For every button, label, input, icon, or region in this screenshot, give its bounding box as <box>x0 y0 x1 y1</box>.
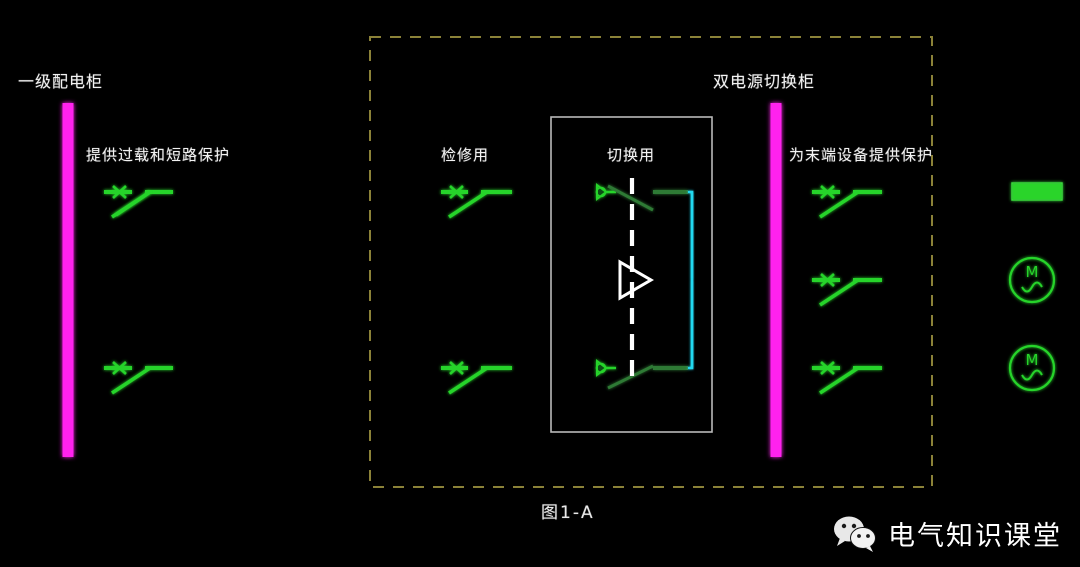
label-left-cabinet-function: 提供过载和短路保护 <box>86 146 231 164</box>
breaker-out2-motor1[interactable] <box>812 273 882 307</box>
ats-contact-standby-source[interactable] <box>595 358 688 390</box>
watermark: 电气知识课堂 <box>832 514 1062 553</box>
ats-contact-normal-source[interactable] <box>595 182 688 212</box>
breaker-top-main-blade <box>111 190 151 219</box>
wechat-icon <box>834 516 876 552</box>
label-maintenance-breaker: 检修用 <box>441 146 490 164</box>
watermark-text: 电气知识课堂 <box>888 521 1062 552</box>
breaker-bottom-maintenance[interactable] <box>441 361 512 395</box>
breaker-bottom-main-protection[interactable] <box>104 361 173 395</box>
wire-ats-bottom-output <box>688 280 694 370</box>
wire-ats-top-output <box>688 190 694 280</box>
motor-2-label: M <box>1026 351 1039 369</box>
label-transfer-switch: 切换用 <box>607 146 656 164</box>
label-right-cabinet: 双电源切换柜 <box>713 72 816 91</box>
enclosure-dashed-transfer-cabinet <box>369 36 933 488</box>
label-right-cabinet-function: 为末端设备提供保护 <box>789 146 934 164</box>
label-left-cabinet: 一级配电柜 <box>18 72 104 91</box>
breaker-top-maintenance[interactable] <box>441 185 512 219</box>
breaker-out1-terminal-protection[interactable] <box>812 185 882 219</box>
motor-1-label: M <box>1026 263 1039 281</box>
load-motor-1: M <box>1008 256 1056 304</box>
load-distribution-board <box>1011 182 1063 201</box>
ats-actuator-triangle-icon <box>618 259 654 301</box>
enclosure-solid-ats-body <box>550 116 713 433</box>
load-motor-2: M <box>1008 344 1056 392</box>
breaker-out3-motor2[interactable] <box>812 361 882 395</box>
figure-caption: 图1-A <box>541 503 595 523</box>
